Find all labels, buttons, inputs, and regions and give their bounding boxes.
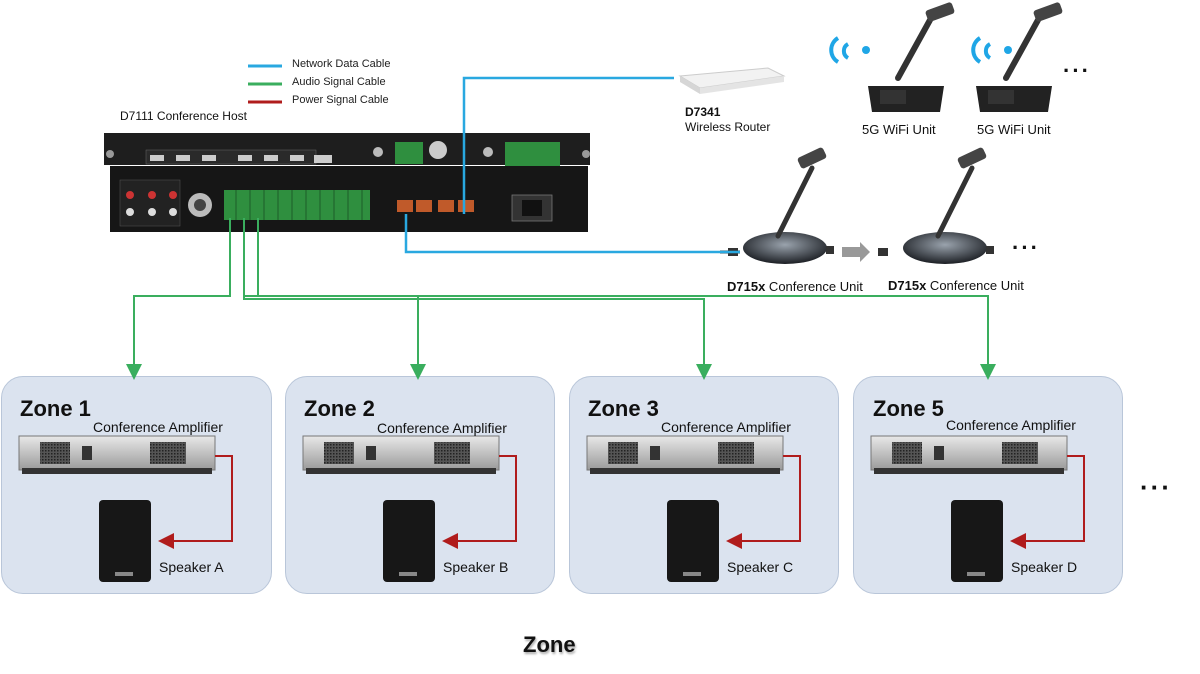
router-name: Wireless Router <box>685 120 771 134</box>
zone-2-speaker-label: Speaker B <box>443 559 509 575</box>
speaker-4-device <box>951 500 1003 582</box>
wifi-unit-1-device <box>829 2 955 112</box>
audio-cable-zone-3 <box>243 296 712 380</box>
zone-3-speaker-label: Speaker C <box>727 559 794 575</box>
zone-1-amplifier-label: Conference Amplifier <box>93 419 223 435</box>
zone-2-amplifier-label: Conference Amplifier <box>377 420 507 436</box>
conference-host-device <box>104 133 590 232</box>
zones-more-dots: ··· <box>1140 472 1172 502</box>
legend-power-label: Power Signal Cable <box>292 94 389 106</box>
zone-4-amplifier-label: Conference Amplifier <box>946 417 1076 433</box>
wifi-more-dots: ··· <box>1063 58 1091 83</box>
conference-unit-1-label: D715x Conference Unit <box>727 279 863 294</box>
power-cable-zone-4 <box>1010 455 1085 549</box>
legend-network-label: Network Data Cable <box>292 58 391 70</box>
legend-audio-label: Audio Signal Cable <box>292 76 386 88</box>
conference-unit-1-device <box>720 147 834 264</box>
caption: Zone <box>523 632 576 657</box>
zone-1-speaker-label: Speaker A <box>159 559 224 575</box>
wifi-unit-2-label: 5G WiFi Unit <box>977 122 1051 137</box>
conference-unit-2-label: D715x Conference Unit <box>888 278 1024 293</box>
conference-more-dots: ··· <box>1012 235 1040 260</box>
zone-1-title: Zone 1 <box>20 396 91 421</box>
conference-unit-2-model: D715x <box>888 278 927 293</box>
power-cable-zone-3 <box>726 455 801 549</box>
network-cable-router <box>462 76 674 214</box>
conference-unit-1-model: D715x <box>727 279 766 294</box>
speaker-1-device <box>99 500 151 582</box>
speaker-3-device <box>667 500 719 582</box>
amplifier-3-device <box>586 435 784 474</box>
router-model: D7341 <box>685 105 721 119</box>
amplifier-4-device <box>870 435 1068 474</box>
chain-arrow <box>842 242 870 262</box>
power-cable-zone-1 <box>158 455 233 549</box>
zone-4-speaker-label: Speaker D <box>1011 559 1078 575</box>
network-cable-conference <box>404 214 740 254</box>
zone-4-title: Zone 5 <box>873 396 944 421</box>
conference-unit-2-name: Conference Unit <box>926 278 1024 293</box>
power-cable-zone-2 <box>442 455 517 549</box>
wireless-router-device <box>678 67 786 94</box>
zone-box-3 <box>569 376 839 594</box>
wifi-unit-2-device <box>971 2 1063 112</box>
amplifier-1-device <box>18 435 216 474</box>
amplifier-2-device <box>302 435 500 474</box>
conference-unit-2-device <box>878 147 994 264</box>
zone-3-title: Zone 3 <box>588 396 659 421</box>
host-label: D7111 Conference Host <box>120 109 247 123</box>
audio-cable-zone-1 <box>126 218 231 380</box>
zone-2-title: Zone 2 <box>304 396 375 421</box>
zone-3-amplifier-label: Conference Amplifier <box>661 419 791 435</box>
wifi-unit-1-label: 5G WiFi Unit <box>862 122 936 137</box>
audio-cable-zone-4 <box>257 218 996 380</box>
speaker-2-device <box>383 500 435 582</box>
conference-unit-1-name: Conference Unit <box>765 279 863 294</box>
